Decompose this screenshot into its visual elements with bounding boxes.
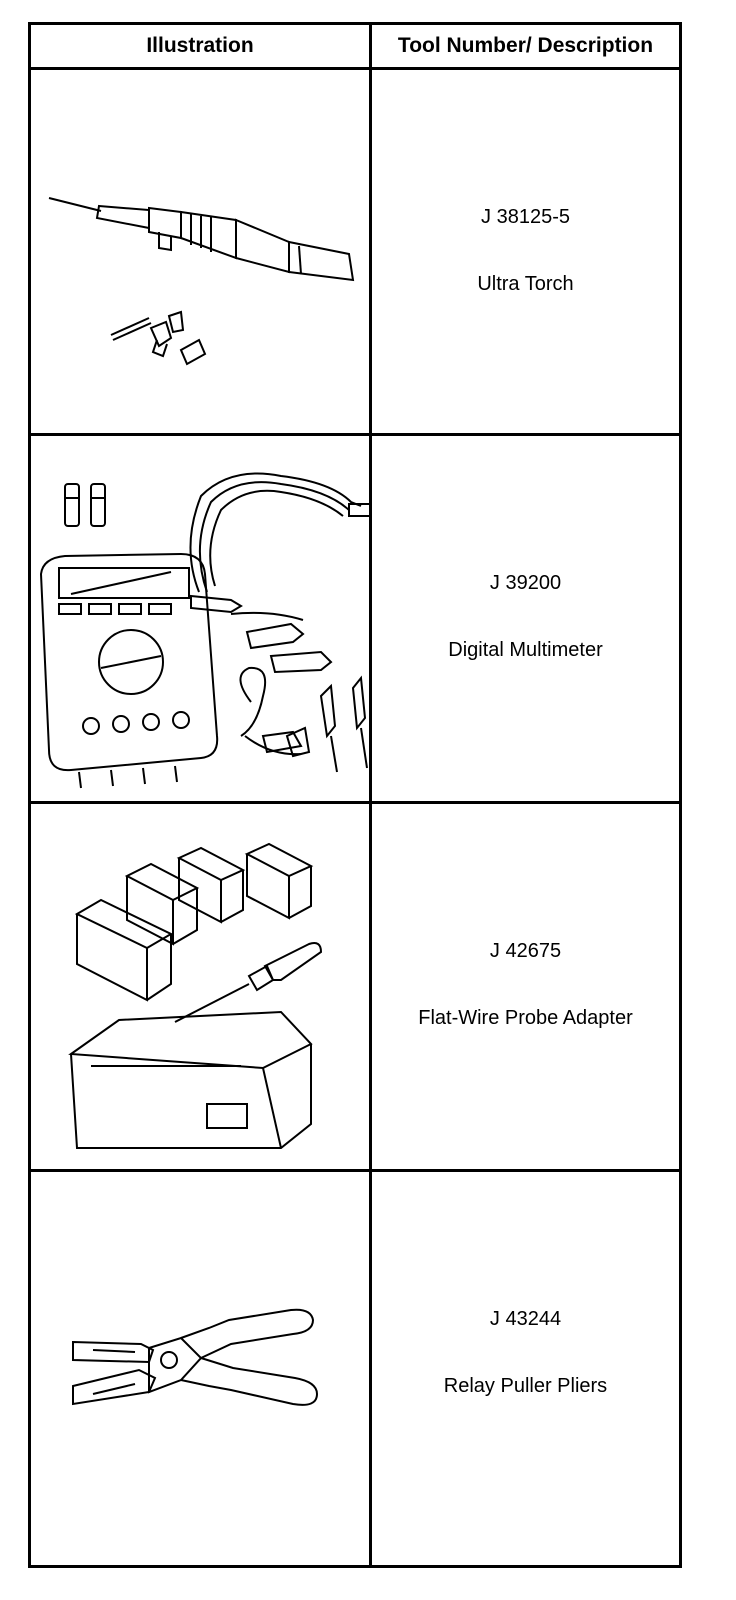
tool-table: Illustration Tool Number/ Description J … bbox=[28, 22, 682, 1568]
tool-description: Digital Multimeter bbox=[448, 639, 603, 661]
row-divider bbox=[31, 433, 679, 436]
column-divider bbox=[369, 25, 372, 1565]
illustration-cell bbox=[31, 70, 369, 433]
flat-wire-probe-adapter-icon bbox=[68, 842, 323, 1149]
description-cell: J 43244 Relay Puller Pliers bbox=[372, 1172, 679, 1565]
description-cell: J 42675 Flat-Wire Probe Adapter bbox=[372, 804, 679, 1169]
illustration-cell bbox=[31, 1172, 369, 1565]
row-divider bbox=[31, 1169, 679, 1172]
description-cell: J 39200 Digital Multimeter bbox=[372, 436, 679, 801]
header-tool-description: Tool Number/ Description bbox=[397, 34, 654, 57]
illustration-cell bbox=[31, 436, 369, 801]
header-illustration: Illustration bbox=[146, 34, 254, 57]
description-cell: J 38125-5 Ultra Torch bbox=[372, 70, 679, 433]
tool-number: J 39200 bbox=[489, 572, 562, 594]
illustration-cell bbox=[31, 804, 369, 1169]
tool-description: Relay Puller Pliers bbox=[443, 1375, 608, 1397]
tool-description: Flat-Wire Probe Adapter bbox=[418, 1007, 633, 1029]
tool-number: J 42675 bbox=[489, 940, 562, 962]
tool-description: Ultra Torch bbox=[477, 273, 574, 295]
tool-number: J 43244 bbox=[489, 1308, 562, 1330]
header-divider bbox=[31, 67, 679, 70]
relay-puller-pliers-icon bbox=[72, 1308, 319, 1406]
tool-number: J 38125-5 bbox=[481, 206, 570, 228]
ultra-torch-icon bbox=[48, 197, 355, 366]
digital-multimeter-icon bbox=[39, 472, 369, 789]
row-divider bbox=[31, 801, 679, 804]
